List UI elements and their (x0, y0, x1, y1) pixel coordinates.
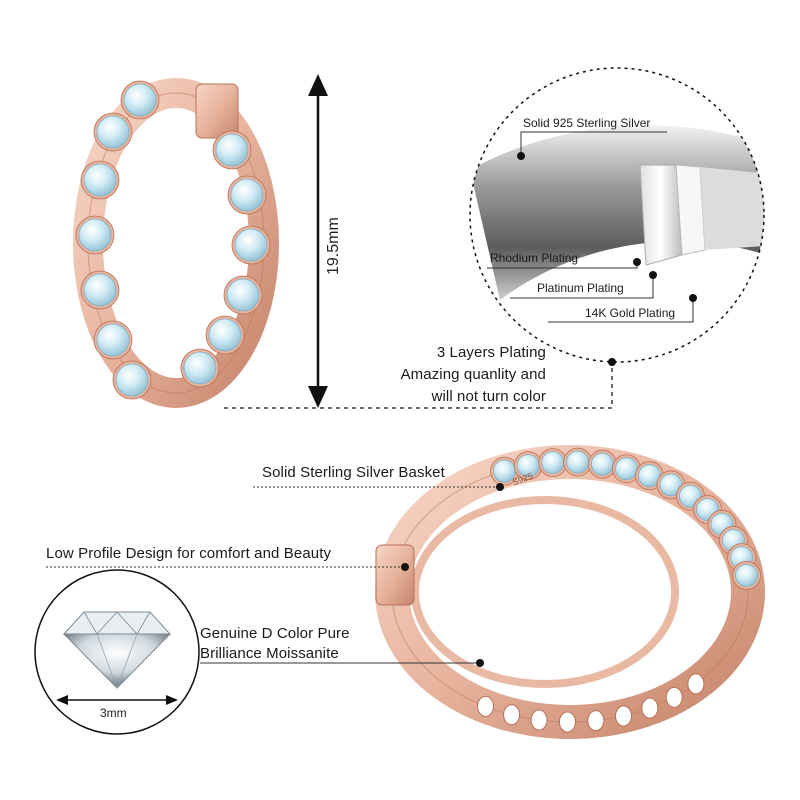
basket-label: Solid Sterling Silver Basket (262, 464, 445, 481)
side-moissanite-stone (732, 561, 761, 590)
basket-hole (665, 686, 683, 708)
moissanite-stone (93, 112, 133, 152)
moissanite-stone (75, 215, 115, 255)
basket-hole (687, 673, 705, 695)
arrow-up-icon (308, 74, 328, 96)
side-stone-row (490, 447, 761, 590)
gold-layer (700, 167, 764, 250)
moissanite-stone (223, 275, 263, 315)
basket-hole (558, 711, 576, 733)
layer-label-silver: Solid 925 Sterling Silver (523, 116, 651, 130)
stone-label-line-1: Genuine D Color Pure (200, 625, 350, 642)
stone-size-label: 3mm (100, 706, 127, 720)
basket-hole (477, 695, 495, 717)
moissanite-stone (93, 320, 133, 360)
height-label: 19.5mm (325, 217, 342, 275)
moissanite-stone (180, 348, 220, 388)
side-moissanite-stone (538, 448, 568, 478)
moissanite-stone (205, 315, 245, 355)
basket-hole (641, 697, 659, 719)
basket-hole (587, 710, 605, 732)
basket-hole (503, 704, 521, 726)
height-dimension (308, 74, 328, 408)
moissanite-stone (227, 175, 267, 215)
plating-dots (517, 152, 697, 366)
basket-hole (530, 709, 548, 731)
feature-dots (401, 483, 504, 667)
plating-magnifier (469, 67, 765, 363)
arrow-right-icon (166, 695, 178, 705)
feature-leaders (46, 486, 500, 664)
plating-caption-line-3: will not turn color (431, 388, 546, 405)
hinge-clasp (195, 83, 239, 139)
inner-post (411, 496, 679, 688)
layer-label-platinum: Platinum Plating (537, 281, 624, 295)
arrow-left-icon (56, 695, 68, 705)
moissanite-stone (80, 270, 120, 310)
side-moissanite-stone (563, 447, 593, 477)
plating-caption-line-1: 3 Layers Plating (436, 344, 546, 361)
layer-label-gold: 14K Gold Plating (585, 306, 676, 320)
diamond-icon (62, 611, 172, 690)
moissanite-stone (112, 360, 152, 400)
side-moissanite-stone (587, 449, 617, 479)
earring-front-view (73, 78, 279, 408)
stone-detail-circle (34, 569, 200, 735)
stone-row (75, 80, 271, 400)
basket-holes (477, 673, 705, 733)
side-clasp (375, 544, 415, 606)
moissanite-stone (231, 225, 271, 265)
plating-caption-line-2: Amazing quanlity and (400, 366, 546, 383)
profile-label: Low Profile Design for comfort and Beaut… (46, 545, 332, 562)
rhodium-layer (639, 164, 683, 266)
earring-side-view (375, 445, 765, 739)
moissanite-stone (212, 130, 252, 170)
side-moissanite-stone (513, 451, 543, 481)
arrow-down-icon (308, 386, 328, 408)
stone-label-line-2: Brilliance Moissanite (200, 645, 339, 662)
layer-label-rhodium: Rhodium Plating (490, 251, 579, 265)
basket-hole (615, 705, 633, 727)
moissanite-stone (80, 160, 120, 200)
moissanite-stone (120, 80, 160, 120)
